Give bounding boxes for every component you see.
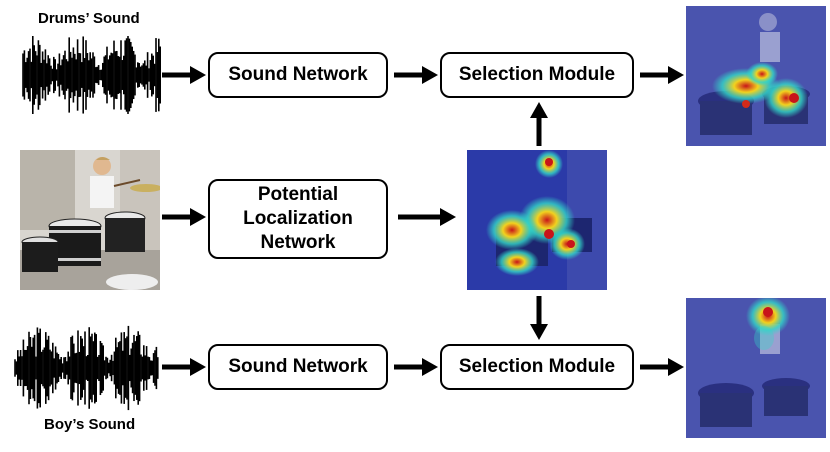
arrow-right-icon bbox=[394, 66, 438, 84]
sound-network-box-top: Sound Network bbox=[208, 52, 388, 98]
boy-localization-result-image bbox=[686, 298, 826, 438]
potential-localization-network-box: Potential Localization Network bbox=[208, 179, 388, 259]
arrow-right-icon bbox=[640, 66, 684, 84]
arrow-right-icon bbox=[162, 358, 206, 376]
input-video-frame-image bbox=[20, 150, 160, 290]
selection-module-label: Selection Module bbox=[458, 356, 616, 378]
sound-network-label: Sound Network bbox=[228, 356, 368, 378]
arrow-up-icon bbox=[530, 102, 548, 146]
arrow-right-icon bbox=[394, 358, 438, 376]
localization-line-2: Localization bbox=[243, 208, 353, 230]
selection-module-label: Selection Module bbox=[458, 64, 616, 86]
arrow-right-icon bbox=[162, 208, 206, 226]
selection-module-box-top: Selection Module bbox=[440, 52, 634, 98]
drums-sound-label: Drums’ Sound bbox=[38, 10, 140, 27]
sound-network-box-bottom: Sound Network bbox=[208, 344, 388, 390]
arrow-right-icon bbox=[162, 66, 206, 84]
boy-waveform-icon bbox=[14, 325, 159, 411]
localization-line-1: Potential bbox=[257, 184, 339, 206]
drums-waveform-icon bbox=[22, 35, 161, 115]
arrow-down-icon bbox=[530, 296, 548, 340]
boys-sound-label: Boy’s Sound bbox=[44, 416, 136, 433]
drums-localization-result-image bbox=[686, 6, 826, 146]
arrow-right-icon bbox=[640, 358, 684, 376]
potential-localization-map-image bbox=[467, 150, 607, 290]
selection-module-box-bottom: Selection Module bbox=[440, 344, 634, 390]
localization-line-3: Network bbox=[260, 231, 336, 253]
arrow-right-icon bbox=[398, 208, 456, 226]
sound-network-label: Sound Network bbox=[228, 64, 368, 86]
